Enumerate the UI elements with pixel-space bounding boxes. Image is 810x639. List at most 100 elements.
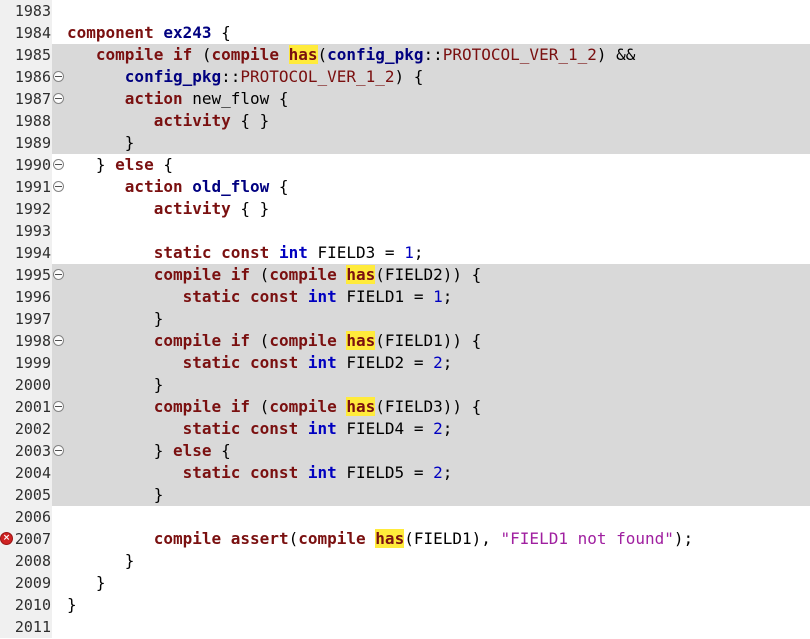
line-number[interactable]: 1983 bbox=[13, 0, 52, 22]
line-number[interactable]: 2006 bbox=[13, 506, 52, 528]
line-number[interactable]: 2000 bbox=[13, 374, 52, 396]
code-token bbox=[221, 331, 231, 350]
code-line-content[interactable]: compile if (compile has(config_pkg::PROT… bbox=[52, 44, 810, 66]
line-number[interactable]: 1999 bbox=[13, 352, 52, 374]
line-number[interactable]: 1994 bbox=[13, 242, 52, 264]
code-line: 2001 compile if (compile has(FIELD3)) { bbox=[0, 396, 810, 418]
code-line-content[interactable]: compile if (compile has(FIELD2)) { bbox=[52, 264, 810, 286]
line-number[interactable]: 1997 bbox=[13, 308, 52, 330]
collapse-toggle-icon[interactable] bbox=[53, 401, 64, 412]
code-token: } bbox=[67, 309, 164, 328]
collapse-toggle-icon[interactable] bbox=[53, 181, 64, 192]
code-line: 2010} bbox=[0, 594, 810, 616]
annotation-gutter bbox=[0, 0, 13, 22]
code-token bbox=[212, 243, 222, 262]
code-token: compile bbox=[269, 331, 337, 350]
code-token: has bbox=[346, 331, 376, 350]
line-number[interactable]: 2009 bbox=[13, 572, 52, 594]
collapse-toggle-icon[interactable] bbox=[53, 71, 64, 82]
line-number[interactable]: 2002 bbox=[13, 418, 52, 440]
code-token: if bbox=[230, 397, 251, 416]
line-number[interactable]: 2001 bbox=[13, 396, 52, 418]
line-number[interactable]: 2005 bbox=[13, 484, 52, 506]
error-icon[interactable]: × bbox=[0, 532, 13, 545]
code-token bbox=[337, 397, 347, 416]
code-line: ×2007 compile assert(compile has(FIELD1)… bbox=[0, 528, 810, 550]
code-line-content[interactable]: static const int FIELD5 = 2; bbox=[52, 462, 810, 484]
line-number[interactable]: 1984 bbox=[13, 22, 52, 44]
annotation-gutter bbox=[0, 396, 13, 418]
code-token: (FIELD3)) { bbox=[375, 397, 482, 416]
line-number[interactable]: 2004 bbox=[13, 462, 52, 484]
code-line: 1996 static const int FIELD1 = 1; bbox=[0, 286, 810, 308]
code-line-content[interactable]: } bbox=[52, 550, 810, 572]
annotation-gutter bbox=[0, 264, 13, 286]
code-token: (FIELD1)) { bbox=[375, 331, 482, 350]
code-token bbox=[221, 265, 231, 284]
collapse-toggle-icon[interactable] bbox=[53, 335, 64, 346]
line-number[interactable]: 2011 bbox=[13, 616, 52, 638]
code-line-content[interactable]: } bbox=[52, 572, 810, 594]
line-number[interactable]: 1991 bbox=[13, 176, 52, 198]
line-number[interactable]: 1989 bbox=[13, 132, 52, 154]
code-token: ; bbox=[413, 243, 424, 262]
line-number[interactable]: 2008 bbox=[13, 550, 52, 572]
line-number[interactable]: 2007 bbox=[13, 528, 52, 550]
code-line-content[interactable] bbox=[52, 0, 810, 22]
code-line-content[interactable]: static const int FIELD2 = 2; bbox=[52, 352, 810, 374]
code-line-content[interactable]: action old_flow { bbox=[52, 176, 810, 198]
code-token: compile bbox=[95, 45, 164, 64]
code-token: int bbox=[278, 243, 308, 262]
annotation-gutter bbox=[0, 154, 13, 176]
code-token: static bbox=[182, 353, 241, 372]
code-line-content[interactable]: action new_flow { bbox=[52, 88, 810, 110]
code-line-content[interactable] bbox=[52, 220, 810, 242]
line-number[interactable]: 1987 bbox=[13, 88, 52, 110]
line-number[interactable]: 2003 bbox=[13, 440, 52, 462]
line-number[interactable]: 1993 bbox=[13, 220, 52, 242]
code-line-content[interactable]: } bbox=[52, 132, 810, 154]
line-number[interactable]: 1995 bbox=[13, 264, 52, 286]
code-line-content[interactable] bbox=[52, 506, 810, 528]
code-line-content[interactable]: compile assert(compile has(FIELD1), "FIE… bbox=[52, 528, 810, 550]
code-token: const bbox=[250, 287, 299, 306]
line-number[interactable]: 2010 bbox=[13, 594, 52, 616]
code-line-content[interactable]: config_pkg::PROTOCOL_VER_1_2) { bbox=[52, 66, 810, 88]
code-token bbox=[298, 353, 308, 372]
line-number[interactable]: 1985 bbox=[13, 44, 52, 66]
collapse-toggle-icon[interactable] bbox=[53, 159, 64, 170]
code-line-content[interactable]: static const int FIELD4 = 2; bbox=[52, 418, 810, 440]
line-number[interactable]: 1988 bbox=[13, 110, 52, 132]
code-line-content[interactable]: compile if (compile has(FIELD3)) { bbox=[52, 396, 810, 418]
code-token: activity bbox=[153, 199, 231, 218]
code-line-content[interactable]: } bbox=[52, 594, 810, 616]
code-line: 1985 compile if (compile has(config_pkg:… bbox=[0, 44, 810, 66]
line-number[interactable]: 1996 bbox=[13, 286, 52, 308]
code-line-content[interactable]: } bbox=[52, 308, 810, 330]
code-line-content[interactable]: activity { } bbox=[52, 198, 810, 220]
code-line-content[interactable]: activity { } bbox=[52, 110, 810, 132]
code-token bbox=[240, 463, 250, 482]
line-number[interactable]: 1990 bbox=[13, 154, 52, 176]
collapse-toggle-icon[interactable] bbox=[53, 269, 64, 280]
code-line-content[interactable]: compile if (compile has(FIELD1)) { bbox=[52, 330, 810, 352]
line-number[interactable]: 1998 bbox=[13, 330, 52, 352]
code-line-content[interactable]: } else { bbox=[52, 440, 810, 462]
code-line-content[interactable] bbox=[52, 616, 810, 638]
code-token: compile bbox=[153, 265, 222, 284]
code-line-content[interactable]: static const int FIELD3 = 1; bbox=[52, 242, 810, 264]
code-token bbox=[67, 287, 183, 306]
code-line-content[interactable]: } bbox=[52, 484, 810, 506]
code-token: config_pkg bbox=[124, 67, 222, 86]
code-token: compile bbox=[153, 331, 222, 350]
line-number[interactable]: 1986 bbox=[13, 66, 52, 88]
code-line: 1997 } bbox=[0, 308, 810, 330]
code-line-content[interactable]: } bbox=[52, 374, 810, 396]
code-line-content[interactable]: static const int FIELD1 = 1; bbox=[52, 286, 810, 308]
code-line-content[interactable]: component ex243 { bbox=[52, 22, 810, 44]
code-line-content[interactable]: } else { bbox=[52, 154, 810, 176]
annotation-gutter bbox=[0, 594, 13, 616]
collapse-toggle-icon[interactable] bbox=[53, 93, 64, 104]
line-number[interactable]: 1992 bbox=[13, 198, 52, 220]
collapse-toggle-icon[interactable] bbox=[53, 445, 64, 456]
